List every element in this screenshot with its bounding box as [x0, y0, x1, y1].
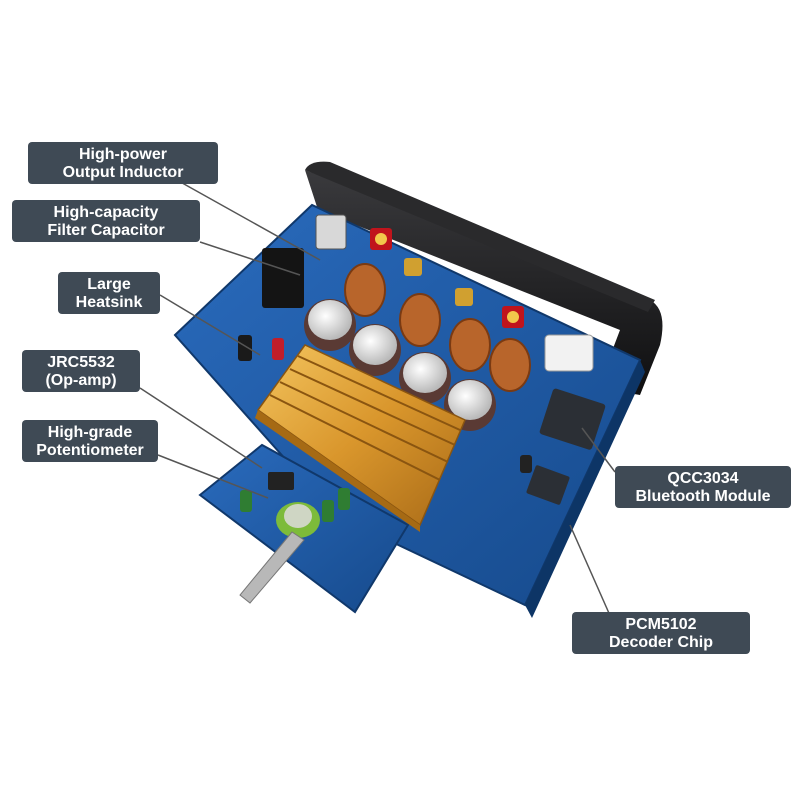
leader-lines [139, 164, 616, 621]
back-panel [305, 170, 663, 395]
output-inductors [344, 263, 531, 392]
callout-decoder-chip: PCM5102 Decoder Chip [572, 612, 750, 654]
decoder-chip [526, 465, 570, 505]
callout-filter-capacitor: High-capacity Filter Capacitor [12, 200, 200, 242]
bluetooth-module [539, 388, 606, 450]
callout-text: Filter Capacitor [47, 222, 165, 239]
back-panel-top [305, 161, 655, 312]
callout-text: High-grade [47, 424, 133, 441]
callout-output-inductor: High-power Output Inductor [28, 142, 218, 184]
callout-text: QCC3034 [667, 470, 739, 487]
relay [262, 248, 304, 308]
callout-text: Output Inductor [62, 164, 184, 181]
potentiometer [239, 502, 320, 604]
callout-text: Potentiometer [36, 442, 144, 459]
callout-text: Large [87, 276, 131, 293]
callout-potentiometer: High-grade Potentiometer [22, 420, 158, 462]
callout-text: (Op-amp) [45, 372, 117, 389]
dc-jack [315, 214, 347, 250]
speaker-terminals [370, 228, 524, 328]
callout-text: Decoder Chip [608, 634, 713, 651]
op-amp-chip [268, 472, 294, 490]
callout-text: JRC5532 [47, 354, 115, 371]
filter-capacitors [304, 299, 496, 431]
callout-text: Heatsink [75, 294, 143, 311]
callout-text: Bluetooth Module [635, 488, 771, 505]
callout-text: High-capacity [53, 204, 159, 221]
callout-bluetooth-module: QCC3034 Bluetooth Module [615, 466, 791, 508]
callout-text: High-power [79, 146, 167, 163]
callout-heatsink: Large Heatsink [58, 272, 160, 314]
pcb-edge [525, 360, 645, 618]
heatsink [255, 344, 466, 532]
callout-text: PCM5102 [625, 616, 697, 633]
callout-op-amp: JRC5532 (Op-amp) [22, 350, 140, 392]
aux-connector [544, 334, 594, 372]
small-capacitors [238, 335, 532, 522]
